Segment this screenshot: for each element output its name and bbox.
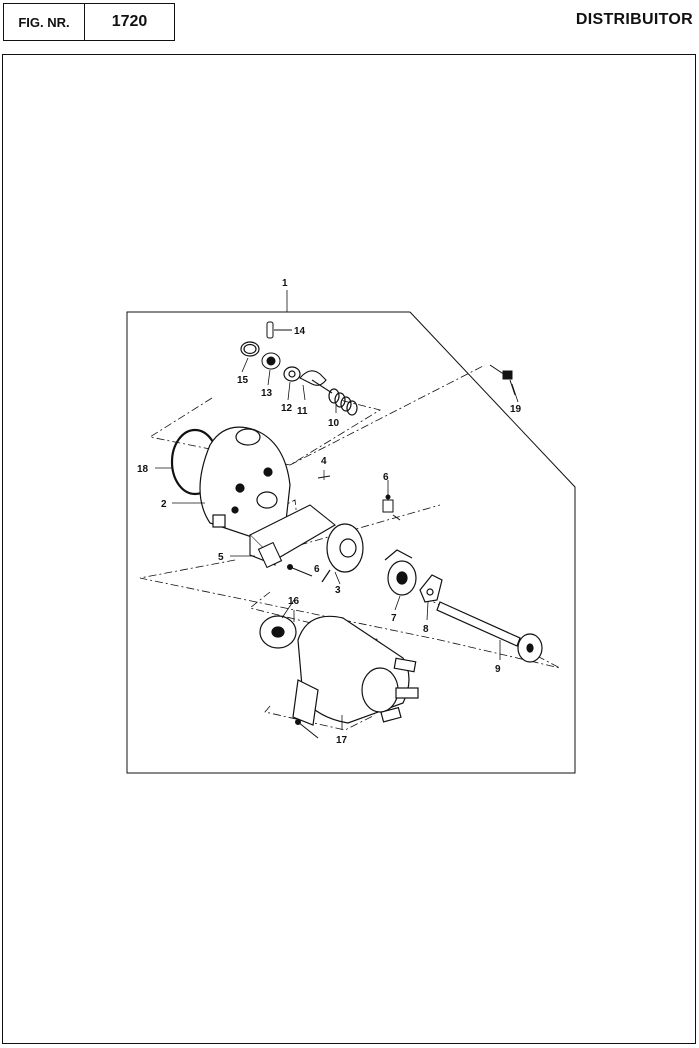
part-2-housing <box>172 426 291 540</box>
part-14-pin <box>266 321 292 339</box>
figure-number-box: FIG. NR. 1720 <box>3 3 175 41</box>
part-19-screw <box>489 364 516 396</box>
callout-16: 16 <box>288 596 300 607</box>
callout-7: 7 <box>391 613 397 624</box>
part-5-module <box>230 504 336 569</box>
callout-4: 4 <box>321 456 327 467</box>
callout-2: 2 <box>161 499 167 510</box>
callout-11: 11 <box>297 406 308 417</box>
part-16-coupling <box>259 610 297 649</box>
callout-17: 17 <box>336 735 348 746</box>
part-6-screw-lower <box>287 564 313 577</box>
callout-6-upper: 6 <box>383 472 389 483</box>
figure-label: FIG. NR. <box>4 4 85 40</box>
callout-9: 9 <box>495 664 501 675</box>
callout-6-lower: 6 <box>314 564 320 575</box>
callout-13: 13 <box>261 388 273 399</box>
callout-15: 15 <box>237 375 249 386</box>
part-6-screw-upper <box>382 494 401 521</box>
part-12-washer <box>283 366 301 382</box>
part-8-plate <box>419 574 443 603</box>
callout-8: 8 <box>423 624 429 635</box>
callout-12: 12 <box>281 403 293 414</box>
callout-18: 18 <box>137 464 149 475</box>
figure-number: 1720 <box>111 13 148 30</box>
part-9-shaft <box>436 601 543 663</box>
page-title: DISTRIBUITOR <box>575 11 693 28</box>
part-7-reluctor <box>384 549 417 596</box>
part-17-screw <box>295 719 319 739</box>
diagram-frame <box>2 54 696 1044</box>
part-3-plate <box>321 523 364 583</box>
part-13-gear <box>261 352 281 370</box>
callout-5: 5 <box>218 552 224 563</box>
part-11-weight <box>299 370 333 394</box>
callout-3: 3 <box>335 585 341 596</box>
callout-labels: 1 2 3 4 5 6 6 7 8 9 10 11 12 13 14 15 16… <box>137 278 522 746</box>
callout-19: 19 <box>510 404 522 415</box>
part-10-spring <box>328 388 358 416</box>
assembly-bracket <box>126 311 576 774</box>
callout-14: 14 <box>294 326 306 337</box>
callout-10: 10 <box>328 418 340 429</box>
part-17-cap <box>292 615 419 730</box>
callout-1: 1 <box>282 278 288 289</box>
part-4-pin <box>317 470 331 480</box>
part-15-ring <box>240 341 260 357</box>
